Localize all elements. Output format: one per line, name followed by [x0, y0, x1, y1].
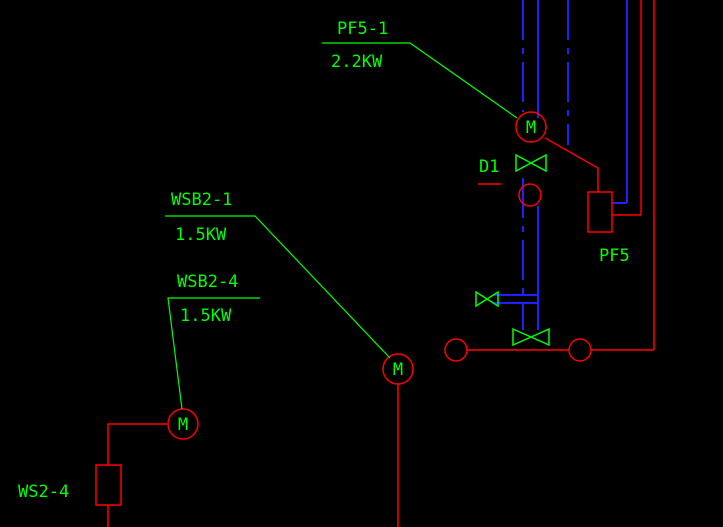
- leader-pf5-1: [322, 42, 518, 119]
- motor-wsb2-1-icon: [382, 353, 414, 385]
- label-wsb2-4: WSB2-4: [177, 272, 238, 292]
- motor-wsb2-1-letter: M: [393, 360, 403, 380]
- red-line-group: [107, 0, 655, 527]
- blue-pipe-group: [494, 0, 628, 330]
- pf5-equipment-box: [587, 191, 613, 233]
- pipe-end-right-icon: [568, 338, 592, 362]
- label-wsb2-1: WSB2-1: [171, 190, 232, 210]
- motor-wsb2-4-icon: [167, 408, 199, 440]
- red-motor-to-pf5: [544, 137, 599, 192]
- motor-pf5-1-icon: [515, 111, 547, 143]
- pipe-fitting-circle-icon: [518, 183, 542, 207]
- label-ws2-4: WS2-4: [18, 482, 69, 502]
- label-pf5-1-power: 2.2KW: [331, 52, 383, 72]
- motor-pf5-1-letter: M: [526, 118, 536, 138]
- valve-branch-icon: [475, 290, 499, 308]
- ws2-4-equipment-box: [95, 464, 122, 506]
- valve-d1-icon: [515, 153, 547, 173]
- valve-bottom-icon: [512, 327, 550, 347]
- label-pf5-1: PF5-1: [337, 19, 388, 39]
- label-pf5: PF5: [599, 246, 630, 266]
- label-wsb2-1-power: 1.5KW: [175, 225, 227, 245]
- motor-wsb2-4-letter: M: [178, 415, 188, 435]
- pipe-end-left-icon: [444, 338, 468, 362]
- leader-wsb2-1: [165, 215, 391, 359]
- red-motor-wsb2-4-feed: [107, 423, 167, 465]
- leader-wsb2-4: [167, 297, 260, 410]
- label-d1: D1: [479, 157, 499, 177]
- label-wsb2-4-power: 1.5KW: [180, 306, 232, 326]
